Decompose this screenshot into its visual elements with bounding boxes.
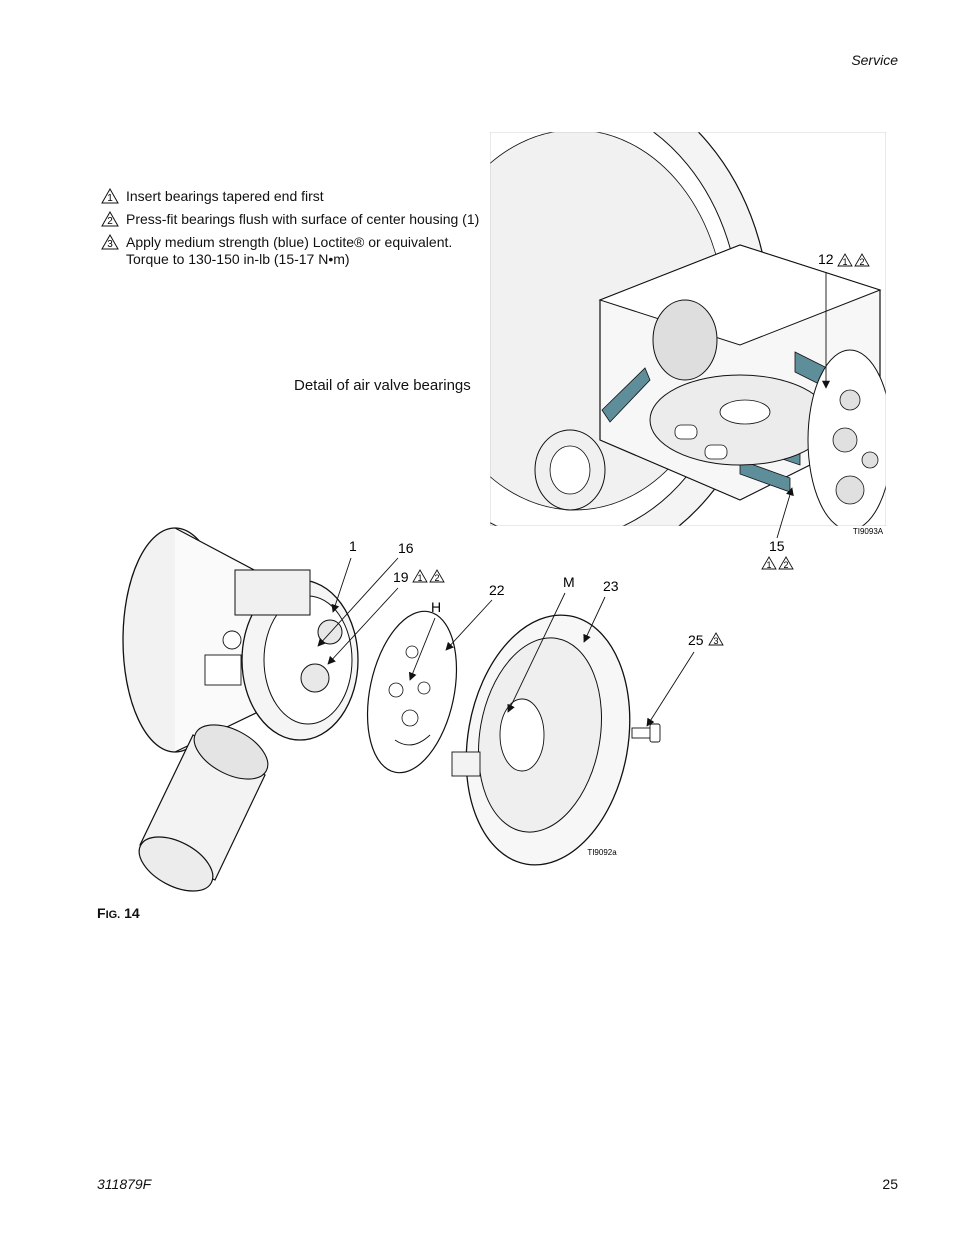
- note-text-2: Torque to 130-150 in-lb (15-17 N•m): [126, 251, 350, 267]
- detail-caption: Detail of air valve bearings: [294, 377, 471, 394]
- image-id-bottom: TI9092a: [587, 848, 617, 857]
- callout-M: M: [563, 574, 575, 590]
- svg-text:3: 3: [107, 239, 113, 250]
- callout-15-triangles: 1 2: [761, 556, 794, 570]
- figure-label: FIG. 14: [97, 905, 140, 921]
- callout-25-triangle: 3: [708, 632, 724, 646]
- callout-12-triangles: 1 2: [837, 253, 870, 267]
- svg-text:1: 1: [417, 573, 422, 583]
- callout-15: 15: [769, 538, 785, 554]
- callout-23: 23: [603, 578, 619, 594]
- svg-text:2: 2: [783, 560, 788, 570]
- warning-triangle-icon: 1: [101, 188, 119, 204]
- note-text: Apply medium strength (blue) Loctite® or…: [126, 234, 453, 250]
- callout-1: 1: [349, 538, 357, 554]
- page-number: 25: [882, 1176, 898, 1192]
- svg-text:1: 1: [842, 257, 847, 267]
- svg-text:2: 2: [859, 257, 864, 267]
- document-number: 311879F: [97, 1176, 152, 1192]
- svg-text:2: 2: [434, 573, 439, 583]
- svg-text:3: 3: [713, 636, 718, 646]
- callout-H: H: [431, 599, 441, 615]
- svg-text:1: 1: [107, 193, 113, 204]
- note-1: 1 Insert bearings tapered end first: [101, 188, 501, 205]
- exploded-view: [122, 527, 661, 892]
- callout-16: 16: [398, 540, 414, 556]
- callout-19-triangles: 1 2: [412, 569, 445, 583]
- detail-view-bearings: [490, 132, 886, 526]
- svg-text:2: 2: [107, 216, 113, 227]
- note-3: 3 Apply medium strength (blue) Loctite® …: [101, 234, 501, 268]
- callout-19: 19: [393, 569, 409, 585]
- image-id-top: TI9093A: [853, 527, 884, 536]
- warning-triangle-icon: 3: [101, 234, 119, 250]
- callout-12: 12: [818, 251, 834, 267]
- running-header: Service: [851, 52, 898, 68]
- callout-22: 22: [489, 582, 505, 598]
- warning-triangle-icon: 2: [101, 211, 119, 227]
- note-2: 2 Press-fit bearings flush with surface …: [101, 211, 501, 228]
- notes-legend: 1 Insert bearings tapered end first 2 Pr…: [101, 188, 501, 274]
- note-text: Insert bearings tapered end first: [126, 188, 324, 204]
- callout-25: 25: [688, 632, 704, 648]
- note-text: Press-fit bearings flush with surface of…: [126, 211, 480, 227]
- svg-text:1: 1: [766, 560, 771, 570]
